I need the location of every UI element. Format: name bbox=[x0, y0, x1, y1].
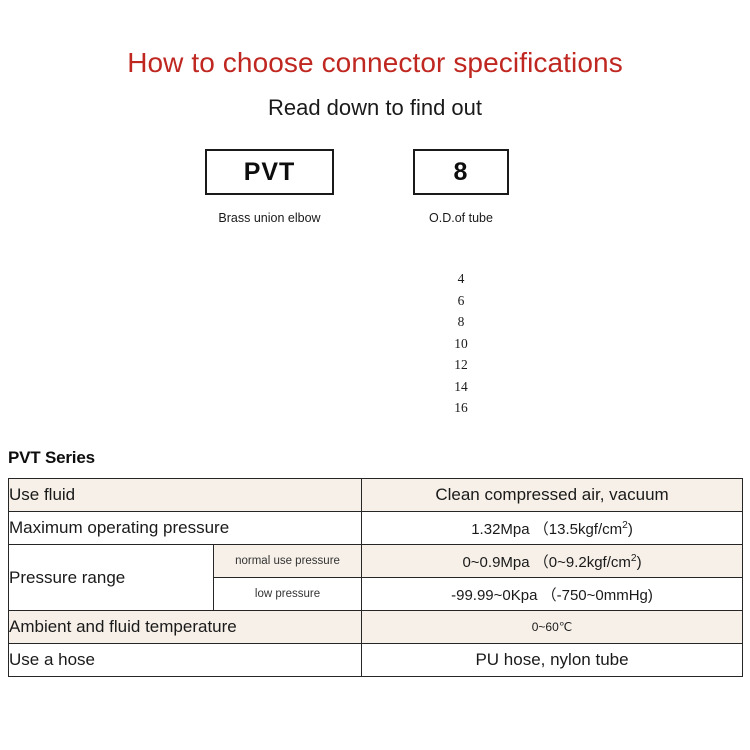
row-value-max-pressure: 1.32Mpa （13.5kgf/cm2) bbox=[361, 511, 744, 545]
tube-size-option: 14 bbox=[454, 378, 468, 394]
row-label-max-pressure: Maximum operating pressure bbox=[7, 511, 363, 545]
code-box-row: PVT 8 bbox=[0, 149, 750, 201]
row-label-use-fluid: Use fluid bbox=[7, 478, 363, 512]
normal-pressure-kgf-close: ) bbox=[636, 553, 642, 571]
caption-od: O.D.of tube bbox=[429, 211, 493, 225]
code-box-series: PVT bbox=[205, 149, 334, 195]
normal-pressure-kgf-open: （0~9.2kgf/cm bbox=[533, 553, 631, 571]
row-value-low-pressure: -99.99~0Kpa （-750~0mmHg) bbox=[361, 577, 744, 611]
row-value-use-fluid: Clean compressed air, vacuum bbox=[361, 478, 744, 512]
table-row: Use a hose PU hose, nylon tube bbox=[7, 643, 744, 677]
table-row: Maximum operating pressure 1.32Mpa （13.5… bbox=[7, 511, 744, 545]
normal-pressure-mpa: 0~0.9Mpa bbox=[462, 553, 530, 571]
sub-label-low-pressure: low pressure bbox=[212, 577, 363, 611]
row-value-normal-use-pressure: 0~0.9Mpa （0~9.2kgf/cm2) bbox=[361, 544, 744, 578]
low-pressure-mmhg-close: ) bbox=[647, 586, 653, 604]
series-heading: PVT Series bbox=[8, 448, 95, 467]
specification-table: Use fluid Clean compressed air, vacuum M… bbox=[7, 478, 744, 677]
normal-pressure-kgf-exponent: 2 bbox=[630, 552, 637, 564]
tube-size-option: 4 bbox=[457, 271, 465, 286]
tube-size-option: 6 bbox=[457, 292, 465, 308]
max-pressure-kgf-open: （13.5kgf/cm bbox=[533, 520, 623, 538]
code-box-series-text: PVT bbox=[243, 157, 296, 186]
tube-size-option: 10 bbox=[454, 335, 468, 351]
table-row: Use fluid Clean compressed air, vacuum bbox=[7, 478, 744, 512]
row-value-use-a-hose: PU hose, nylon tube bbox=[361, 643, 744, 677]
tube-size-list: 4 6 8 10 12 14 16 bbox=[413, 268, 509, 419]
page-title: How to choose connector specifications bbox=[127, 47, 623, 78]
table-row: Pressure range normal use pressure 0~0.9… bbox=[8, 544, 744, 611]
code-box-od-text: 8 bbox=[453, 157, 469, 186]
table-row: Ambient and fluid temperature 0~60℃ bbox=[7, 610, 744, 644]
page-subtitle: Read down to find out bbox=[267, 95, 483, 120]
low-pressure-mmhg-open: （-750~0mmHg bbox=[541, 586, 648, 604]
max-pressure-mpa: 1.32Mpa bbox=[471, 520, 530, 538]
row-label-pressure-range: Pressure range bbox=[8, 544, 214, 611]
code-caption-row: Brass union elbow O.D.of tube bbox=[0, 211, 750, 233]
tube-size-option: 16 bbox=[454, 400, 468, 415]
code-box-od: 8 bbox=[413, 149, 509, 195]
max-pressure-kgf-exponent: 2 bbox=[622, 519, 628, 531]
row-label-use-a-hose: Use a hose bbox=[7, 643, 363, 677]
row-value-ambient-temperature: 0~60℃ bbox=[361, 610, 744, 644]
sub-label-normal-use-pressure: normal use pressure bbox=[212, 544, 363, 578]
tube-size-option: 8 bbox=[457, 314, 465, 329]
max-pressure-kgf-close: ) bbox=[627, 520, 633, 538]
row-label-ambient-temperature: Ambient and fluid temperature bbox=[7, 610, 363, 644]
tube-size-option: 12 bbox=[454, 357, 468, 372]
low-pressure-kpa: -99.99~0Kpa bbox=[451, 586, 538, 604]
caption-series: Brass union elbow bbox=[218, 211, 321, 225]
page-header: How to choose connector specifications R… bbox=[0, 0, 750, 122]
